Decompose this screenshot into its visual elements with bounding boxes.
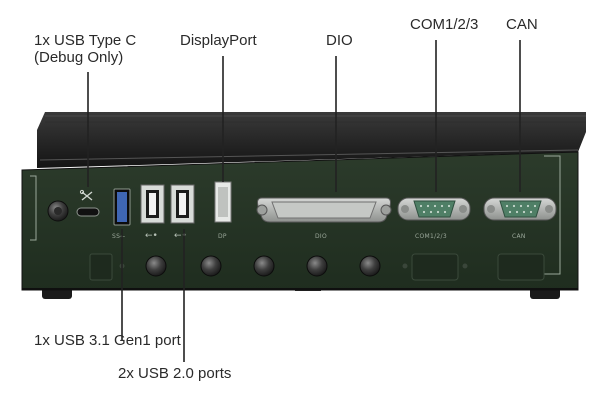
dp-panel-label: DP (218, 233, 227, 240)
usb-2-0-port-a[interactable] (140, 184, 165, 224)
usb-type-c-port[interactable] (76, 207, 100, 217)
antenna-plugs (145, 255, 381, 277)
callout-displayport: DisplayPort (180, 32, 257, 49)
callout-can: CAN (506, 16, 538, 33)
can-panel-label: CAN (512, 233, 526, 240)
usb-2-0-port-b[interactable] (170, 184, 195, 224)
usb31-panel-label: SS← (112, 233, 126, 240)
usb20b-panel-label: ←• (174, 231, 187, 241)
callout-usb-type-c-line1: 1x USB Type C (34, 32, 137, 49)
callout-usb31: 1x USB 3.1 Gen1 port (34, 332, 181, 349)
callout-dio: DIO (326, 32, 353, 49)
displayport-port[interactable] (214, 181, 232, 223)
wrench-tool-icon (79, 189, 93, 201)
com-connector[interactable] (397, 197, 471, 221)
usb-3-1-port[interactable] (113, 188, 131, 226)
com-panel-label: COM1/2/3 (415, 233, 447, 240)
dio-connector[interactable] (256, 197, 392, 223)
can-connector[interactable] (483, 197, 557, 221)
power-button (47, 200, 69, 222)
leader-lines (87, 40, 521, 362)
callout-com: COM1/2/3 (410, 16, 479, 33)
dio-panel-label: DIO (315, 233, 327, 240)
usb20a-panel-label: ←• (145, 231, 158, 241)
callout-usb-type-c-line2: (Debug Only) (34, 49, 124, 66)
callout-usb-type-c: 1x USB Type C (Debug Only) (34, 32, 136, 66)
callout-usb20: 2x USB 2.0 ports (118, 365, 232, 382)
knockout-covers (89, 253, 545, 281)
chassis-top (37, 112, 586, 168)
